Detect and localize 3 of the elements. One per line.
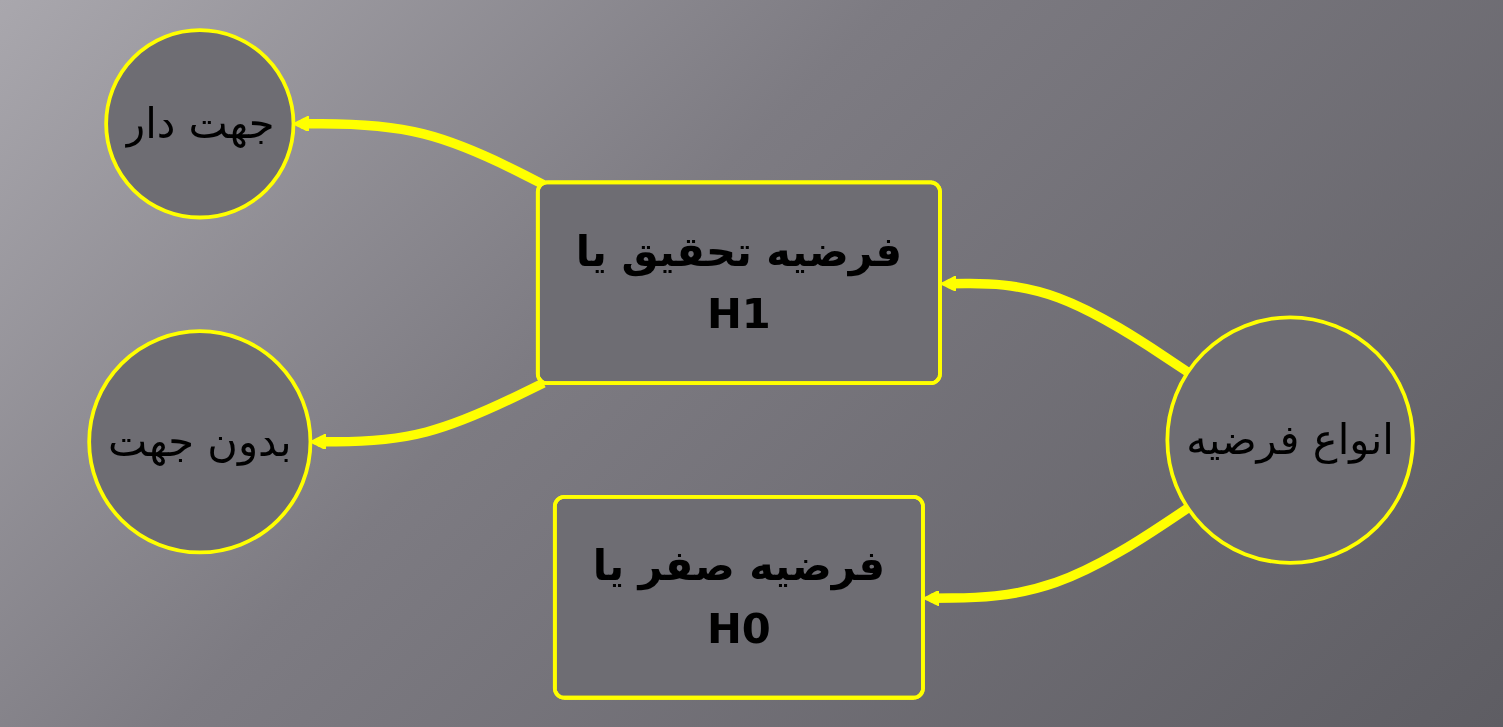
node-circle: بدون جهت [87, 328, 313, 554]
node-circle: جهت دار [104, 27, 296, 219]
node-circle: انواع فرضیه [1165, 314, 1416, 565]
